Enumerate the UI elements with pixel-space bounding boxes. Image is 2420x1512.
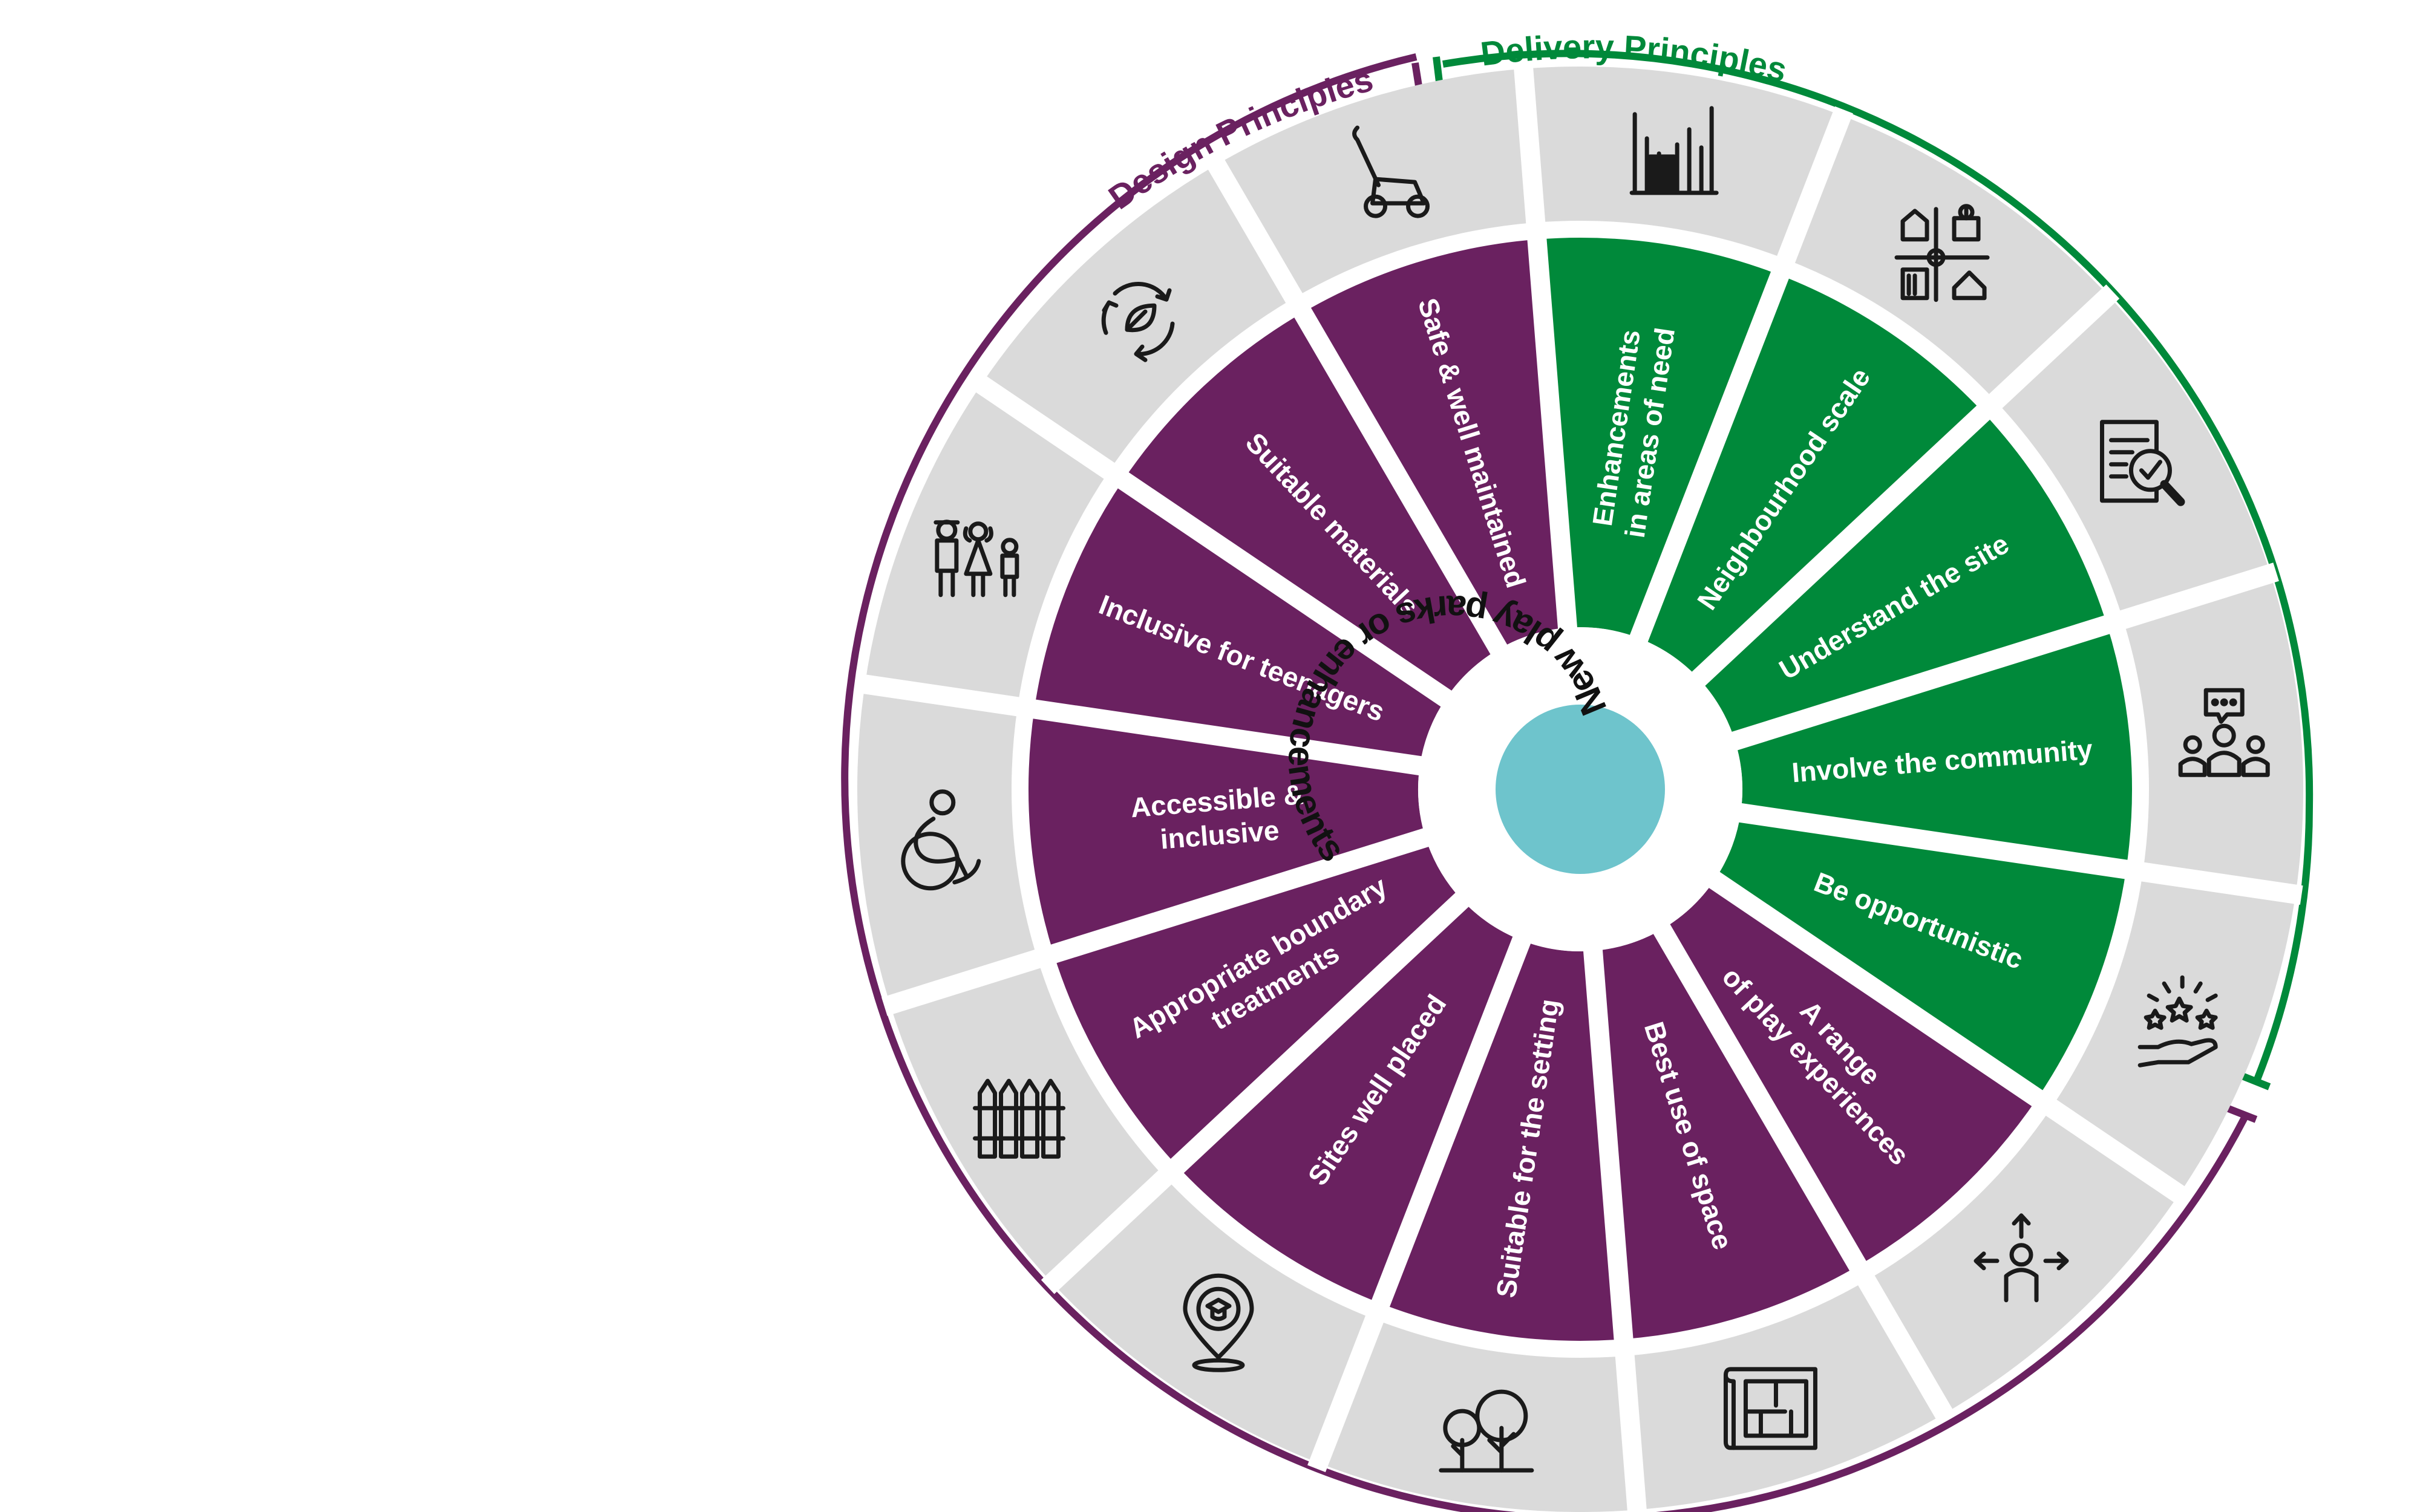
segment-wedge xyxy=(1177,900,1522,1304)
segment-wedge xyxy=(1661,880,2038,1266)
icon-ring-cell xyxy=(1624,1280,1944,1510)
segment-community-chat: Involve the community xyxy=(1735,573,2303,894)
segment-wedge xyxy=(1537,238,1781,639)
segment-location-pin: Sites well placed xyxy=(1052,900,1522,1464)
icon-ring-cell xyxy=(1995,295,2271,620)
segment-divider xyxy=(1307,931,1533,1473)
segment-divider xyxy=(1627,106,1853,648)
segment-wedge xyxy=(1123,312,1499,699)
location-pin-icon xyxy=(1183,1273,1254,1372)
icon-ring-cell xyxy=(1523,67,1842,259)
segment-divider xyxy=(1041,888,1473,1294)
family-icon xyxy=(934,520,1019,598)
icon-ring-cell xyxy=(1052,1177,1375,1464)
segment-wedge xyxy=(1380,940,1624,1341)
segment-wedge xyxy=(1053,837,1462,1166)
segment-divider xyxy=(1650,919,1956,1424)
segment-divider xyxy=(970,373,1457,710)
segment-divider xyxy=(1205,154,1510,660)
fence-icon xyxy=(973,1078,1066,1159)
segment-divider xyxy=(881,826,1434,1016)
segment-wedge xyxy=(1714,812,2127,1098)
segment-wedge xyxy=(1638,275,1984,679)
icon-ring-cell xyxy=(2051,872,2296,1194)
trees-icon xyxy=(1439,1389,1534,1473)
segment-wedge xyxy=(1034,480,1447,766)
segment-wedge xyxy=(1303,239,1568,650)
segment-wedge xyxy=(1593,929,1858,1340)
icon-ring-cell xyxy=(857,684,1038,1005)
community-chat-icon xyxy=(2178,688,2270,777)
segment-divider xyxy=(1513,62,1578,635)
person-arrows-icon xyxy=(1974,1213,2069,1303)
neighbourhood-map-icon xyxy=(1894,204,1990,302)
hand-stars-icon xyxy=(2137,975,2218,1067)
segment-divider xyxy=(1726,562,2279,752)
segment-wheelchair: Accessible &inclusive xyxy=(857,684,1426,1005)
segment-wedge xyxy=(1698,412,2107,741)
segment-divider xyxy=(1704,868,2190,1206)
segment-wedge xyxy=(1028,709,1426,954)
floor-plan-icon xyxy=(1723,1367,1817,1450)
wheelchair-icon xyxy=(901,789,981,891)
segment-fence: Appropriate boundarytreatments xyxy=(890,837,1462,1283)
segment-divider xyxy=(857,674,1428,777)
segment-trees: Suitable for the setting xyxy=(1318,940,1637,1512)
delivery-bracket-arc xyxy=(1442,50,2314,1083)
document-search-icon xyxy=(2099,420,2185,506)
icon-ring-cell xyxy=(890,959,1165,1283)
segment-lawn-mower: Safe & well maintained xyxy=(1216,68,1568,650)
segment-bar-chart: Enhancementsin areas of need xyxy=(1523,67,1842,639)
segment-hand-stars: Be opportunistic xyxy=(1714,812,2296,1194)
segment-divider xyxy=(1687,284,2120,690)
segment-floor-plan: Best use of space xyxy=(1593,929,1944,1510)
icon-ring-cell xyxy=(865,384,1110,707)
segment-divider xyxy=(1583,943,1647,1512)
segment-divider xyxy=(1733,802,2303,905)
recycle-leaf-icon xyxy=(1101,282,1175,362)
icon-ring-cell xyxy=(1866,1107,2179,1414)
segment-wedge xyxy=(1735,624,2132,870)
lawn-mower-icon xyxy=(1352,125,1430,218)
bar-chart-icon xyxy=(1629,106,1719,195)
center-disc xyxy=(1496,705,1665,874)
design-bracket-arc xyxy=(841,53,2248,1512)
